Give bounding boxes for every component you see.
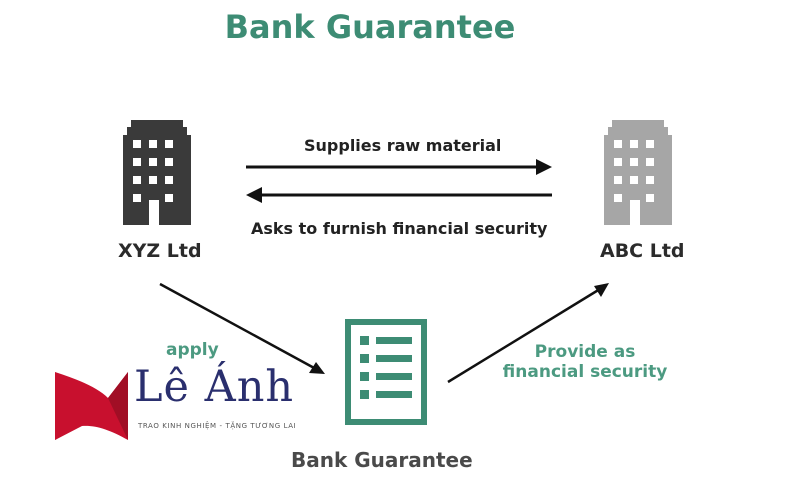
- arrow-supplies: [246, 159, 552, 175]
- le-anh-logo-tagline: TRAO KINH NGHIỆM - TẶNG TƯƠNG LAI: [138, 422, 297, 430]
- xyz-building-icon: [123, 120, 191, 225]
- le-anh-logo-name: Lê Ánh: [134, 362, 295, 412]
- node-label-abc: ABC Ltd: [600, 240, 685, 262]
- abc-building-icon: [604, 120, 672, 225]
- edge-label-apply: apply: [166, 340, 219, 360]
- edge-label-provide: Provide as financial security: [500, 342, 670, 382]
- node-label-bank-guarantee: Bank Guarantee: [291, 448, 473, 472]
- edge-label-provide-line2: financial security: [502, 362, 668, 382]
- node-label-xyz: XYZ Ltd: [118, 240, 202, 262]
- edge-label-asks: Asks to furnish financial security: [251, 219, 548, 238]
- diagram-title: Bank Guarantee: [224, 8, 516, 46]
- arrow-apply: [159, 282, 325, 374]
- le-anh-logo-mark-icon: [55, 372, 128, 440]
- edge-label-supplies: Supplies raw material: [304, 136, 502, 155]
- arrow-provide: [447, 283, 609, 384]
- arrow-asks: [246, 187, 552, 203]
- document-list-icon: [345, 319, 427, 425]
- edge-label-provide-line1: Provide as: [534, 342, 636, 362]
